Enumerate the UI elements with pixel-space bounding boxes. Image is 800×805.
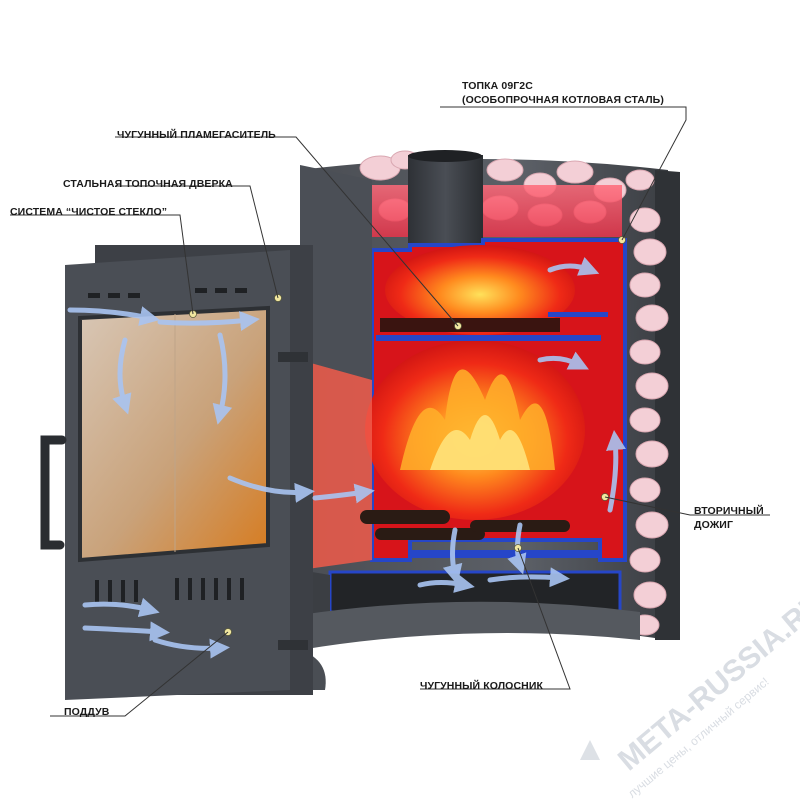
label-firebox-line2: (ОСОБОПРОЧНАЯ КОТЛОВАЯ СТАЛЬ) <box>462 94 664 106</box>
door-handle <box>40 435 67 550</box>
door-hinge-top <box>278 352 308 362</box>
airflow-arrows <box>67 257 626 659</box>
outer-shell-right-edge <box>655 170 680 640</box>
clean-glass-vents <box>88 288 247 298</box>
fire-upper <box>385 245 575 335</box>
chimney-pipe <box>408 155 483 245</box>
label-secondary-burn: ВТОРИЧНЫЙ ДОЖИГ <box>694 504 764 532</box>
label-grate: ЧУГУННЫЙ КОЛОСНИК <box>420 680 543 692</box>
door-glass <box>78 305 270 563</box>
firebox-front-wall <box>300 165 372 380</box>
air-intake-vents <box>95 578 244 602</box>
label-firebox-line1: ТОПКА 09Г2С <box>462 80 533 92</box>
callout-lines <box>10 106 770 717</box>
stones-side <box>629 207 669 636</box>
label-flame-arrester: ЧУГУННЫЙ ПЛАМЕГАСИТЕЛЬ <box>117 129 276 141</box>
label-air-intake: ПОДДУВ <box>64 706 110 718</box>
label-secondary-burn-line1: ВТОРИЧНЫЙ <box>694 505 764 517</box>
label-clean-glass: СИСТЕМА “ЧИСТОЕ СТЕКЛО” <box>10 206 168 218</box>
label-firebox: ТОПКА 09Г2С (ОСОБОПРОЧНАЯ КОТЛОВАЯ СТАЛЬ… <box>462 79 664 107</box>
label-secondary-burn-line2: ДОЖИГ <box>694 519 733 531</box>
flame-arrester-plate <box>380 318 560 332</box>
stove-base <box>300 601 640 650</box>
watermark-logo <box>580 740 600 760</box>
grate <box>410 550 600 558</box>
label-steel-door: СТАЛЬНАЯ ТОПОЧНАЯ ДВЕРКА <box>63 178 233 190</box>
door-hinge-bottom <box>278 640 308 650</box>
